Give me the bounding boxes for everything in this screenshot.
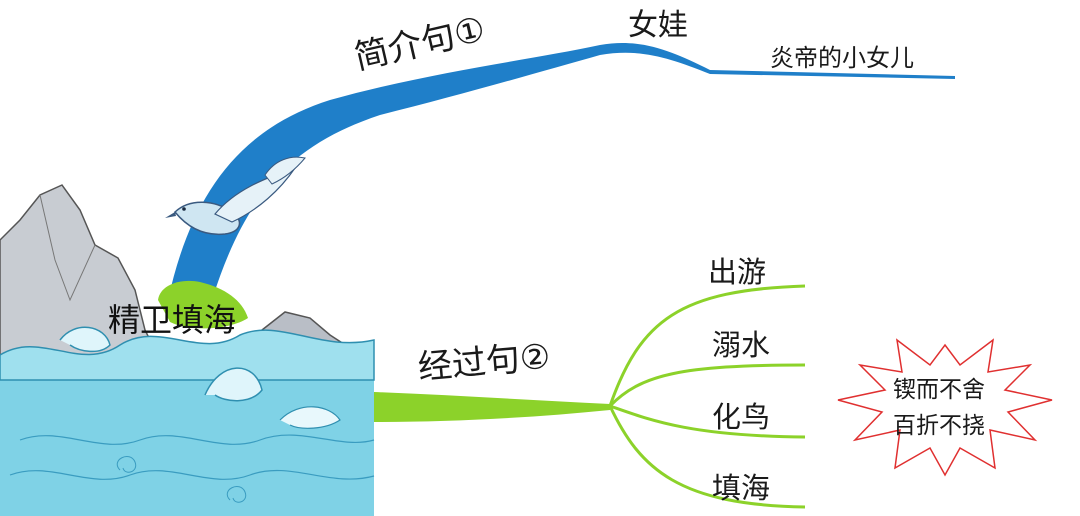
callout-line-1: 锲而不舍 [893, 377, 985, 403]
branch-process-child-3: 填海 [712, 471, 771, 505]
central-node-blob [158, 280, 248, 329]
branch-process-line [374, 392, 610, 422]
callout-starburst [837, 338, 1053, 477]
branch-process-child-1: 溺水 [712, 328, 771, 362]
branch-process-child-0: 出游 [708, 255, 767, 289]
bird-icon [165, 156, 306, 236]
callout-line-2: 百折不挠 [893, 413, 985, 439]
sub-branch-s3 [608, 405, 806, 509]
branch-intro-line [168, 42, 955, 301]
sub-branch-s0 [608, 284, 806, 407]
central-topic: 精卫填海 [108, 301, 237, 339]
sub-branch-s1 [608, 363, 806, 408]
sub-branch-s2 [609, 404, 806, 439]
branch-intro-child-1: 炎帝的小女儿 [770, 44, 914, 72]
branch-process-child-2: 化鸟 [712, 400, 771, 434]
waves-icon [0, 326, 375, 516]
branch-intro-child-0: 女娃 [628, 8, 688, 43]
